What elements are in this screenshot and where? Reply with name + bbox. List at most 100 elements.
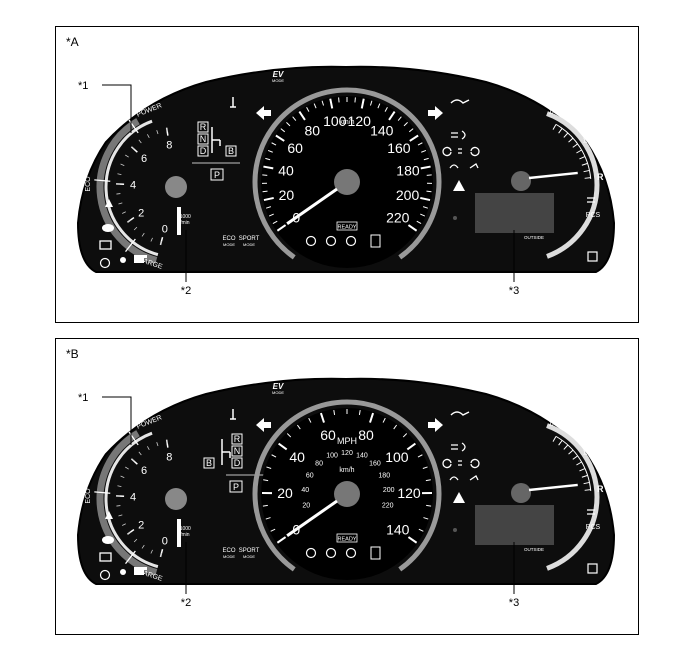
speed-minor-tick <box>268 213 274 217</box>
callout-1-leader <box>102 396 132 445</box>
gear-letter: D <box>234 458 241 468</box>
slip-indicator-icon <box>469 163 479 169</box>
rpm-minor-tick <box>138 451 142 456</box>
speedometer-hub <box>334 169 360 195</box>
speed-minor-tick <box>420 213 426 217</box>
rpm-unit-label: r/min <box>178 532 189 538</box>
speed-minor-tick <box>270 528 276 532</box>
speed-tick-label: 60 <box>287 140 303 156</box>
fuel-door-icon <box>370 546 381 560</box>
panel-label: *A <box>66 35 79 49</box>
speed-major-tick <box>276 536 287 544</box>
ev-mode-label: EV <box>273 382 284 391</box>
hybrid-needle-hub <box>165 488 187 510</box>
speed-minor-tick <box>271 142 277 146</box>
speed-minor-tick <box>272 220 278 225</box>
rpm-minor-tick <box>138 139 142 144</box>
shift-pattern-icon <box>211 127 221 153</box>
rpm-unit-label: x1000 <box>177 526 191 532</box>
speed-major-tick <box>406 442 416 451</box>
airbag-icon <box>120 257 126 263</box>
rpm-minor-tick <box>118 202 123 205</box>
fuel-needle <box>528 483 578 492</box>
speed-tick-label: 120 <box>348 113 372 129</box>
fuel-full-label: 1/1 <box>548 421 558 428</box>
fuel-needle-hub <box>511 171 531 191</box>
rpm-minor-tick <box>133 226 138 231</box>
indicator-dot <box>453 528 457 532</box>
coolant-temp-icon <box>230 409 236 420</box>
fuel-gauge-ring <box>546 111 600 259</box>
kmh-tick-label: 40 <box>301 487 309 494</box>
eco-zone-label: ECO <box>85 488 92 504</box>
parking-sensor-icon <box>587 197 595 203</box>
speed-major-tick <box>420 165 431 170</box>
speed-minor-tick <box>333 409 336 416</box>
kmh-tick-label: 160 <box>369 461 381 468</box>
rpm-minor-tick <box>160 240 162 246</box>
slip-indicator-icon <box>469 475 479 481</box>
gear-letter: P <box>214 170 220 180</box>
ev-mode-label: EV <box>273 70 284 79</box>
ev-mode-label: MODE <box>272 390 284 395</box>
rpm-minor-tick <box>156 442 159 447</box>
fuel-tick <box>584 177 591 179</box>
rpm-tick-label: 4 <box>130 180 136 192</box>
speed-minor-tick <box>403 122 408 127</box>
speed-major-tick <box>360 98 365 109</box>
rpm-tick-label: 2 <box>138 519 144 531</box>
callout-3-label: *3 <box>509 285 519 297</box>
fuel-tick <box>581 474 588 478</box>
speed-minor-tick <box>265 517 271 520</box>
indicator-dot <box>453 216 457 220</box>
rpm-minor-tick <box>122 211 126 214</box>
speed-minor-tick <box>265 157 271 161</box>
headlight-icon <box>451 130 466 140</box>
arrow-left-icon <box>256 106 271 120</box>
speed-minor-tick <box>308 417 312 423</box>
speed-tick-label: 80 <box>358 427 374 443</box>
fuel-full-label: 1/1 <box>548 109 558 116</box>
rpm-minor-tick <box>125 154 129 158</box>
speed-major-tick <box>369 412 375 423</box>
zone-divider <box>94 179 111 182</box>
speed-minor-tick <box>313 103 317 109</box>
speed-minor-tick <box>306 106 310 112</box>
speed-minor-tick <box>425 479 431 482</box>
speed-major-tick <box>407 536 418 544</box>
speed-minor-tick <box>266 466 272 469</box>
eco-mode-label: ECO <box>222 236 235 242</box>
door-open-icon <box>587 563 598 574</box>
callout-3-label: *3 <box>509 597 519 609</box>
eco-mode-label: MODE <box>223 242 235 247</box>
rpm-minor-tick <box>131 458 135 462</box>
speed-tick-label: 120 <box>397 485 421 501</box>
zone-divider <box>125 550 136 565</box>
multi-info-display <box>475 505 554 545</box>
outside-temp-label: OUTSIDE <box>524 547 544 552</box>
fuel-reserve-label: R <box>597 172 604 182</box>
brake-system-icon <box>325 235 337 247</box>
rpm-minor-tick <box>120 163 125 166</box>
speed-minor-tick <box>280 128 286 133</box>
fuel-door-icon <box>370 234 381 248</box>
brake-system-icon <box>325 547 337 559</box>
fuel-tick <box>576 461 582 466</box>
pcs-label: PCS <box>586 524 601 531</box>
rpm-minor-tick <box>127 531 131 535</box>
gear-box <box>225 145 237 157</box>
callout-1-label: *1 <box>78 392 88 404</box>
kmh-tick-label: 100 <box>326 453 338 460</box>
speed-minor-tick <box>402 433 408 438</box>
speed-minor-tick <box>393 424 398 430</box>
rpm-minor-tick <box>133 538 138 543</box>
fuel-tick <box>572 455 578 460</box>
kmh-tick-label: 60 <box>306 473 314 480</box>
speed-major-tick <box>275 134 285 142</box>
gear-box <box>197 145 209 157</box>
traction-off-icon <box>105 511 113 519</box>
eco-mode-label: MODE <box>223 554 235 559</box>
rpm-unit-label: x1000 <box>177 214 191 220</box>
eco-zone-label: ECO <box>85 176 92 192</box>
master-warning-icon <box>453 492 465 503</box>
